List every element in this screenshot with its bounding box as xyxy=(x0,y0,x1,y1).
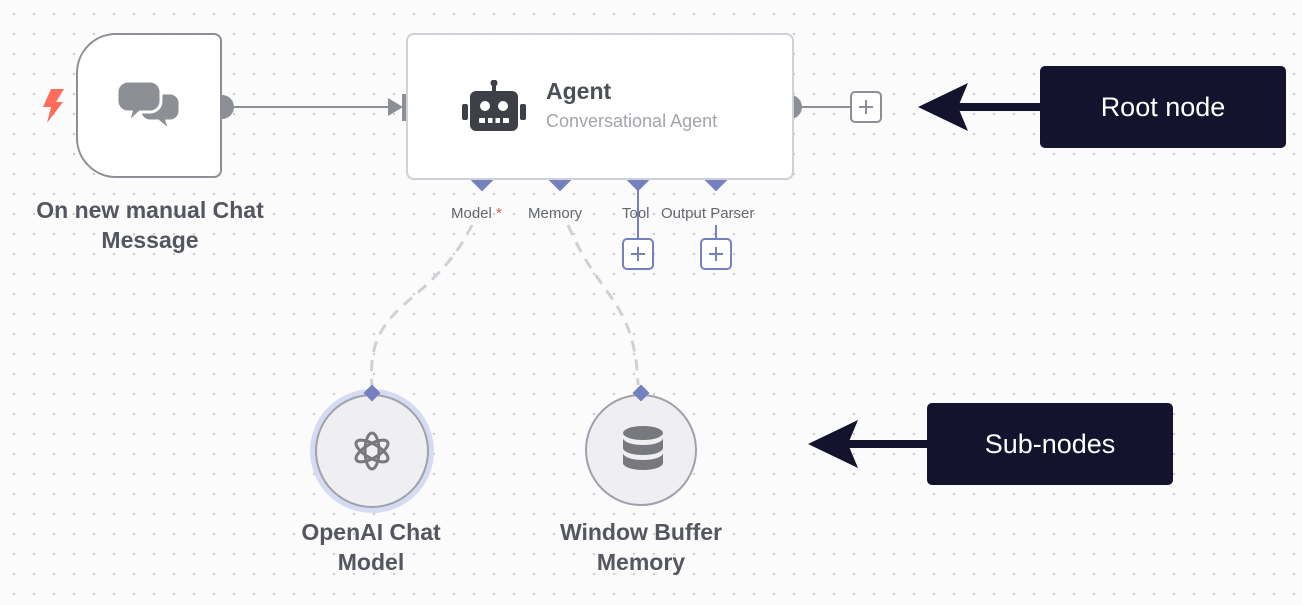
chat-bubbles-icon xyxy=(116,79,182,135)
sub-nodes-callout: Sub-nodes xyxy=(927,403,1173,485)
database-icon xyxy=(623,426,663,470)
agent-subtitle: Conversational Agent xyxy=(546,111,718,131)
window-buffer-memory-label: Window Buffer Memory xyxy=(559,519,723,575)
openai-logo-icon xyxy=(354,431,390,471)
root-arrow-head xyxy=(918,83,968,131)
agent-title: Agent xyxy=(546,78,612,104)
output-parser-port-label: Output Parser xyxy=(661,205,755,222)
window-buffer-memory-node[interactable] xyxy=(585,394,697,506)
agent-add-node-button[interactable] xyxy=(850,91,882,123)
lightning-bolt-icon xyxy=(43,89,64,123)
model-port-text: Model xyxy=(451,205,492,222)
connection-arrowhead xyxy=(388,98,403,116)
output-parser-add-button[interactable] xyxy=(700,238,732,270)
trigger-node[interactable] xyxy=(76,33,222,178)
required-marker: * xyxy=(496,205,502,222)
tool-add-button[interactable] xyxy=(622,238,654,270)
trigger-label: On new manual Chat Message xyxy=(36,197,264,253)
model-connection[interactable] xyxy=(370,224,474,386)
openai-input-port[interactable] xyxy=(362,383,382,403)
root-node-callout: Root node xyxy=(1040,66,1286,148)
memory-port-label: Memory xyxy=(528,205,583,222)
robot-icon xyxy=(462,80,526,131)
model-port-label: Model * xyxy=(451,205,502,222)
openai-chat-model-node[interactable] xyxy=(315,394,429,508)
openai-chat-model-label: OpenAI Chat Model xyxy=(301,519,441,575)
memory-input-port[interactable] xyxy=(631,383,651,403)
memory-connection[interactable] xyxy=(566,224,640,386)
sub-arrow-head xyxy=(808,420,858,468)
tool-port-label: Tool xyxy=(622,205,650,222)
